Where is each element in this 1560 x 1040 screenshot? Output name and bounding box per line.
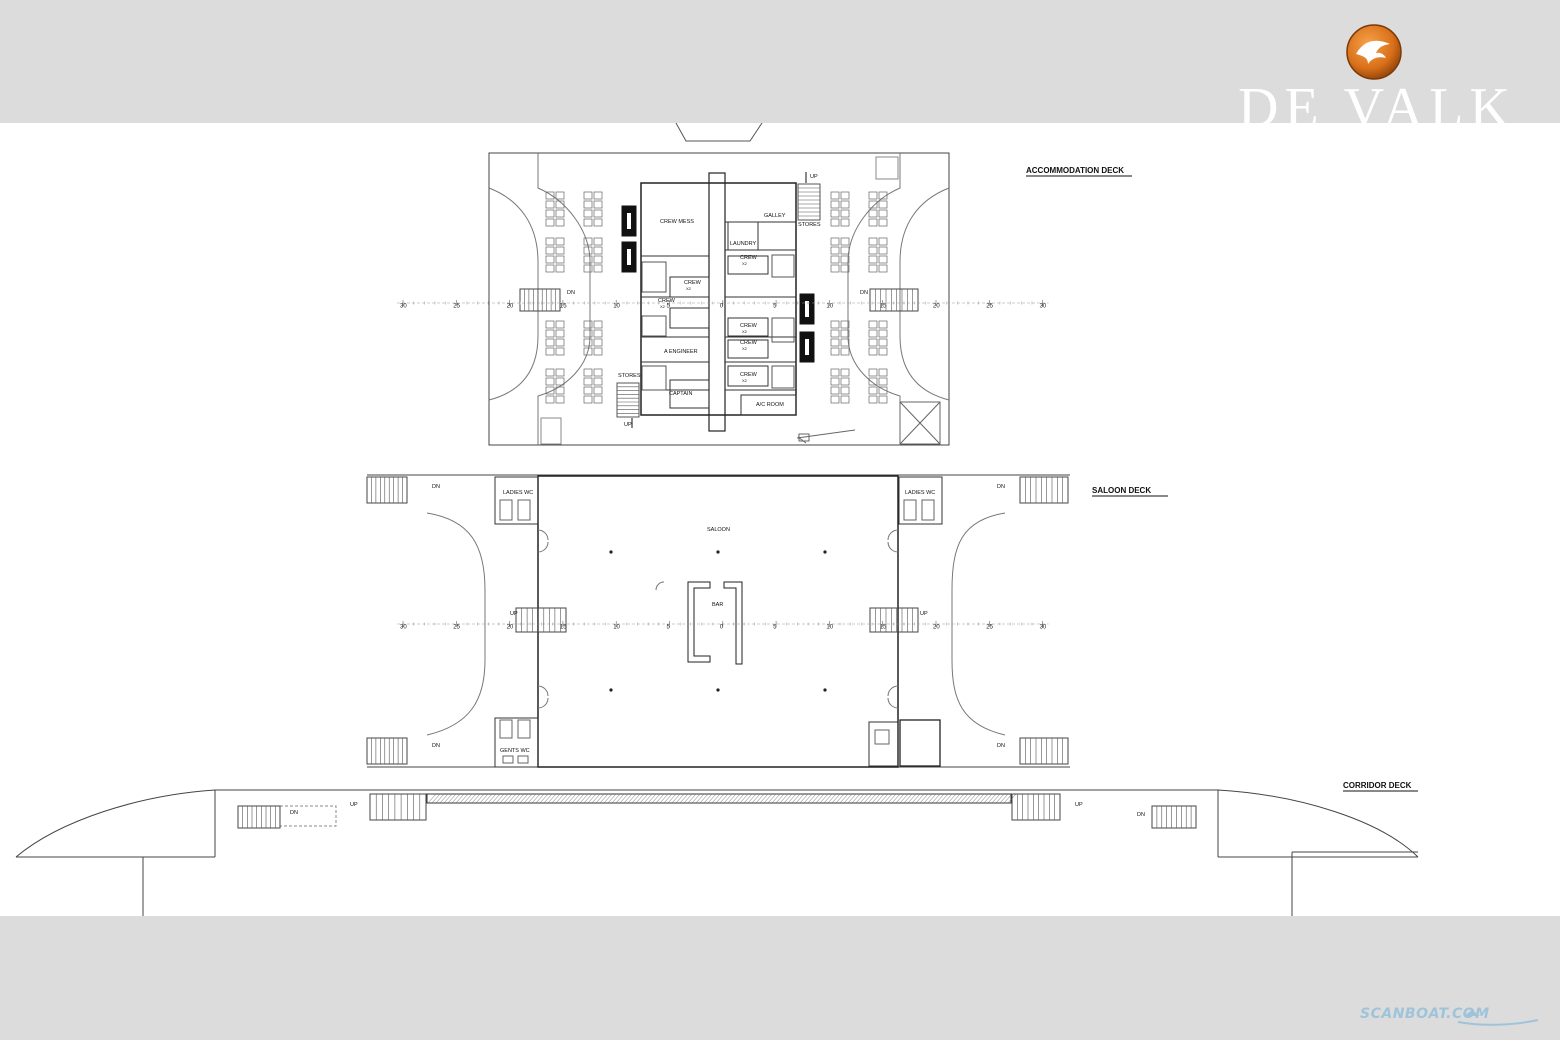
frame-scale-accommodation: 30 25 20 15 10 5 0 5 10 15 20 25 30 — [397, 300, 1049, 310]
room-crew-3: CREW — [740, 255, 758, 261]
stair-up-acc-2: UP — [624, 422, 632, 428]
room-stores-top: STORES — [798, 222, 821, 228]
stair-dn-saloon-1: DN — [432, 484, 440, 490]
frame-label: 15 — [560, 625, 567, 631]
brand-wordmark: DE VALK — [1238, 78, 1538, 123]
crew-count-3: X2 — [742, 261, 748, 266]
room-saloon: SALOON — [707, 527, 730, 533]
frame-label: 20 — [507, 625, 514, 631]
seat-grid — [545, 191, 888, 404]
frame-label: 20 — [933, 304, 940, 310]
room-galley: GALLEY — [764, 213, 786, 219]
frame-label: 0 — [720, 304, 724, 310]
frame-label: 30 — [1040, 625, 1047, 631]
stair-dn-acc-1: DN — [567, 290, 575, 296]
stair-up-saloon-1: UP — [510, 611, 518, 617]
stair-dn-saloon-2: DN — [997, 484, 1005, 490]
frame-label: 25 — [453, 304, 460, 310]
frame-label: 30 — [400, 304, 407, 310]
room-ac: A/C ROOM — [756, 402, 784, 408]
crew-count-1: X2 — [686, 286, 692, 291]
scanboat-watermark: SCANBOAT.COM — [1360, 1004, 1540, 1032]
frame-label: 5 — [667, 625, 671, 631]
corridor-deck-title: CORRIDOR DECK — [1343, 781, 1412, 790]
crew-count-6: X2 — [742, 378, 748, 383]
crew-count-4: X2 — [742, 329, 748, 334]
room-laundry: LAUNDRY — [730, 241, 757, 247]
room-crew-2: CREW — [658, 298, 676, 304]
room-crew-mess: CREW MESS — [660, 219, 694, 225]
stair-dn-corridor-2: DN — [1137, 812, 1145, 818]
stair-up-corridor-2: UP — [1075, 802, 1083, 808]
stair-dn-saloon-4: DN — [997, 743, 1005, 749]
falcon-logo-icon — [1344, 22, 1404, 82]
frame-scale-saloon: 30 25 20 15 10 5 0 5 10 15 20 25 30 — [397, 621, 1049, 631]
stair-up-corridor-1: UP — [350, 802, 358, 808]
frame-label: 10 — [613, 625, 620, 631]
stair-dn-acc-2: DN — [860, 290, 868, 296]
crew-count-2: X2 — [660, 304, 666, 309]
boat-wave-icon — [1457, 1010, 1539, 1026]
frame-label: 20 — [507, 304, 514, 310]
frame-label: 20 — [933, 625, 940, 631]
crew-count-5: X2 — [742, 346, 748, 351]
frame-label: 5 — [773, 625, 777, 631]
frame-label: 30 — [400, 625, 407, 631]
stair-up-acc-1: UP — [810, 174, 818, 180]
room-crew-1: CREW — [684, 280, 702, 286]
brand-name: DE VALK — [1238, 78, 1516, 123]
frame-label: 5 — [773, 304, 777, 310]
frame-label: 30 — [1040, 304, 1047, 310]
saloon-deck-title: SALOON DECK — [1092, 486, 1151, 495]
watermark-text: SCANBOAT.COM — [1360, 1006, 1490, 1022]
stair-up-saloon-2: UP — [920, 611, 928, 617]
stair-dn-saloon-3: DN — [432, 743, 440, 749]
accommodation-deck-title: ACCOMMODATION DECK — [1026, 166, 1124, 175]
deck-plan-sheet: ACCOMMODATION DECK — [0, 123, 1560, 916]
frame-label: 10 — [826, 304, 833, 310]
deck-plan-drawing: ACCOMMODATION DECK — [15, 123, 1419, 916]
frame-label: 25 — [453, 625, 460, 631]
saloon-deck: SALOON DECK — [366, 474, 1168, 768]
frame-label: 25 — [986, 625, 993, 631]
corridor-deck: CORRIDOR DECK UP UP DN DN — [15, 781, 1419, 916]
stair-dn-corridor-1: DN — [290, 810, 298, 816]
frame-label: 15 — [880, 304, 887, 310]
room-ladies-wc-1: LADIES WC — [503, 490, 533, 496]
frame-label: 10 — [826, 625, 833, 631]
room-crew-5: CREW — [740, 340, 758, 346]
accommodation-deck: ACCOMMODATION DECK — [488, 123, 1132, 446]
frame-label: 0 — [720, 625, 724, 631]
frame-label: 10 — [613, 304, 620, 310]
header-band — [0, 0, 1560, 123]
frame-label: 15 — [880, 625, 887, 631]
room-crew-4: CREW — [740, 323, 758, 329]
room-engineer: A ENGINEER — [664, 349, 698, 355]
room-gents-wc: GENTS WC — [500, 748, 530, 754]
room-crew-6: CREW — [740, 372, 758, 378]
room-stores-bottom: STORES — [618, 373, 641, 379]
room-ladies-wc-2: LADIES WC — [905, 490, 935, 496]
frame-label: 25 — [986, 304, 993, 310]
room-bar: BAR — [712, 602, 723, 608]
frame-label: 5 — [667, 304, 671, 310]
room-captain: CAPTAIN — [669, 391, 692, 397]
footer-band — [0, 916, 1560, 1040]
frame-label: 15 — [560, 304, 567, 310]
